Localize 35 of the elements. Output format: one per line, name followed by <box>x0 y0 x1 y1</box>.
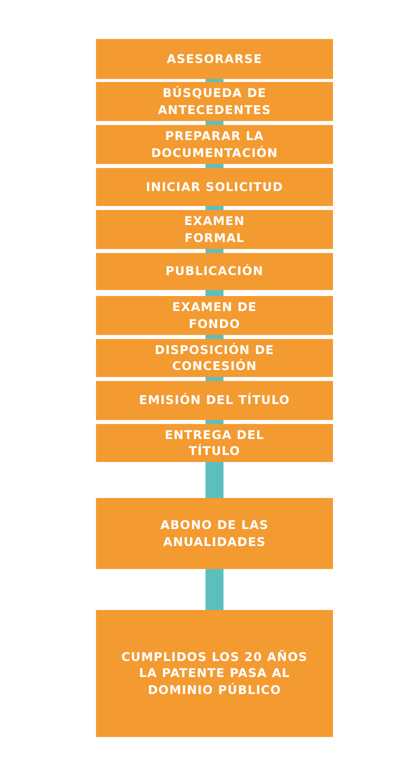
connector-bar <box>206 206 224 210</box>
connector-bar <box>206 420 224 424</box>
step-label: EMISIÓN DEL TÍTULO <box>139 392 290 409</box>
step-box <box>96 125 333 164</box>
connector-bar <box>206 79 224 82</box>
connector-bar <box>206 249 224 253</box>
step-box <box>96 296 333 335</box>
step-label: DISPOSICIÓN DE CONCESIÓN <box>154 342 276 374</box>
step-label: BÚSQUEDA DE ANTECEDENTES <box>156 85 272 118</box>
step-box <box>96 424 333 462</box>
step-box <box>96 498 333 569</box>
step-box <box>96 168 333 206</box>
step-label: EXAMEN FORMAL <box>183 213 246 246</box>
connector-bar <box>206 569 224 610</box>
connector-bar <box>206 164 224 168</box>
connector-bar <box>206 462 224 498</box>
step-box <box>96 339 333 377</box>
step-label: ENTREGA DEL TÍTULO <box>164 426 266 460</box>
step-label: EXAMEN DE FONDO <box>171 299 258 332</box>
step-box <box>96 210 333 249</box>
connector-bar <box>206 335 224 339</box>
step-box <box>96 82 333 121</box>
connector-bar <box>206 377 224 381</box>
step-label: CUMPLIDOS LOS 20 AÑOS LA PATENTE PASA AL DOMINIO PÚBLICO <box>120 649 309 698</box>
step-label: ABONO DE LAS ANUALIDADES <box>159 517 270 550</box>
step-box <box>96 610 333 737</box>
connector-bar <box>206 290 224 296</box>
step-box <box>96 253 333 290</box>
step-label: PREPARAR LA DOCUMENTACIÓN <box>150 128 279 161</box>
step-label: INICIAR SOLICITUD <box>146 178 284 196</box>
step-box <box>96 381 333 420</box>
step-box <box>96 39 333 79</box>
connector-bar <box>206 121 224 125</box>
step-label: ASESORARSE <box>166 50 262 68</box>
step-label: PUBLICACIÓN <box>165 263 264 280</box>
